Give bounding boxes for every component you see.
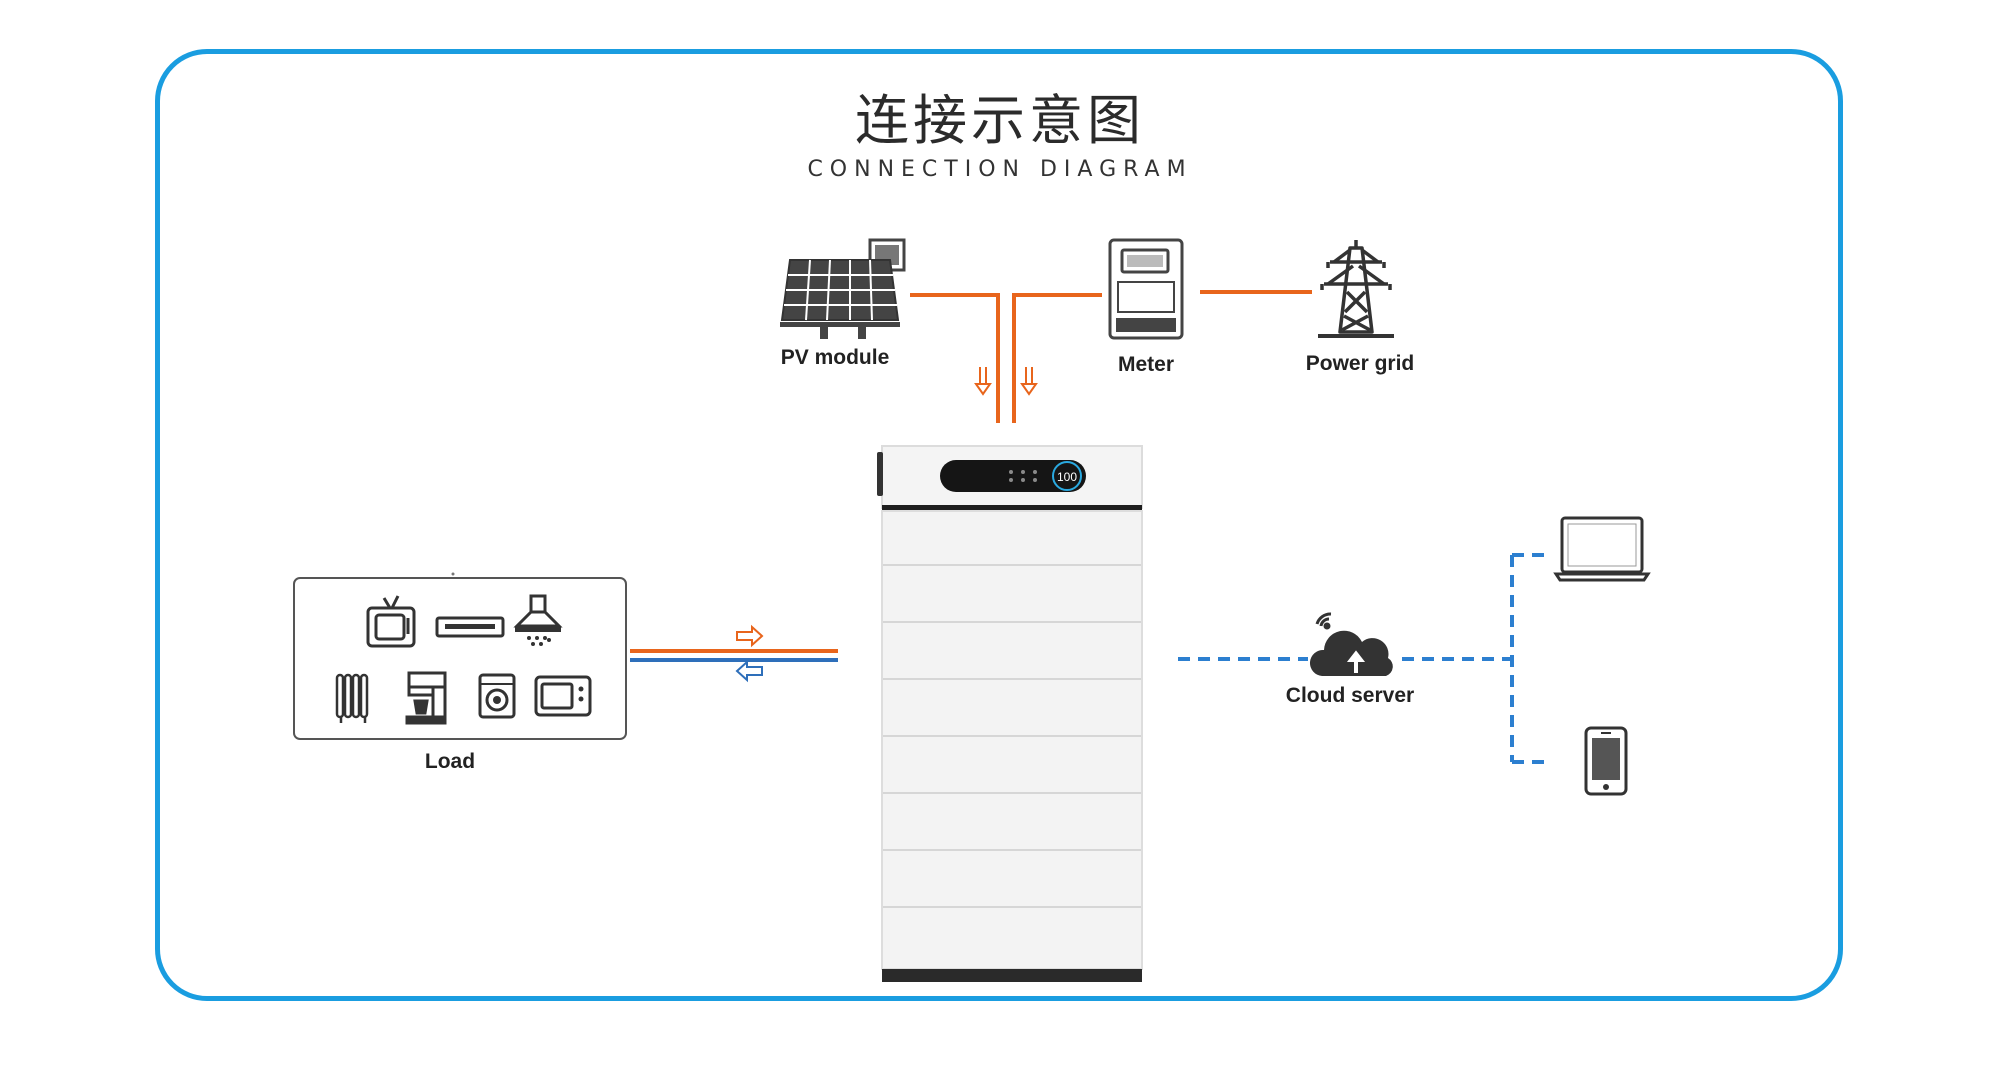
microwave-icon xyxy=(534,675,592,717)
right-arrow xyxy=(736,624,764,648)
cloud-server-label: Cloud server xyxy=(1285,684,1415,707)
diagram-frame xyxy=(155,49,1843,1001)
title-chinese: 连接示意图 xyxy=(855,89,1145,152)
solar-panel-icon xyxy=(780,238,906,339)
cloud-upload-icon xyxy=(1309,630,1393,676)
battery-modules xyxy=(881,510,1143,970)
dvd-player-icon xyxy=(435,616,505,638)
wifi-icon xyxy=(1315,612,1332,630)
laptop-icon xyxy=(1553,516,1651,582)
load-box xyxy=(293,572,627,740)
battery-side-handle xyxy=(877,452,883,496)
meter-line xyxy=(1012,293,1102,423)
power-lines xyxy=(630,290,1312,653)
down-arrow-right xyxy=(1020,367,1038,396)
phone-icon xyxy=(1584,726,1628,796)
heater-icon xyxy=(335,673,369,723)
title-english: CONNECTION DIAGRAM xyxy=(807,157,1193,182)
range-hood-icon xyxy=(513,594,563,646)
coffee-machine-icon xyxy=(405,671,447,725)
battery-soc-readout: 100 xyxy=(1057,470,1077,484)
load-label: Load xyxy=(424,750,476,773)
left-arrow xyxy=(735,659,763,683)
battery-display-panel xyxy=(940,460,1086,492)
pv-line xyxy=(910,293,1000,423)
transmission-tower-icon xyxy=(1318,240,1394,338)
tv-icon xyxy=(366,595,416,648)
washing-machine-icon xyxy=(478,673,516,719)
electric-meter-icon xyxy=(1108,238,1184,340)
down-arrow-left xyxy=(974,367,992,396)
power-grid-label: Power grid xyxy=(1305,352,1415,375)
battery-base xyxy=(882,969,1142,982)
meter-label: Meter xyxy=(1117,353,1175,376)
data-lines xyxy=(1178,553,1545,764)
pv-module-label: PV module xyxy=(780,346,890,369)
battery-unit: 100 xyxy=(877,445,1143,982)
